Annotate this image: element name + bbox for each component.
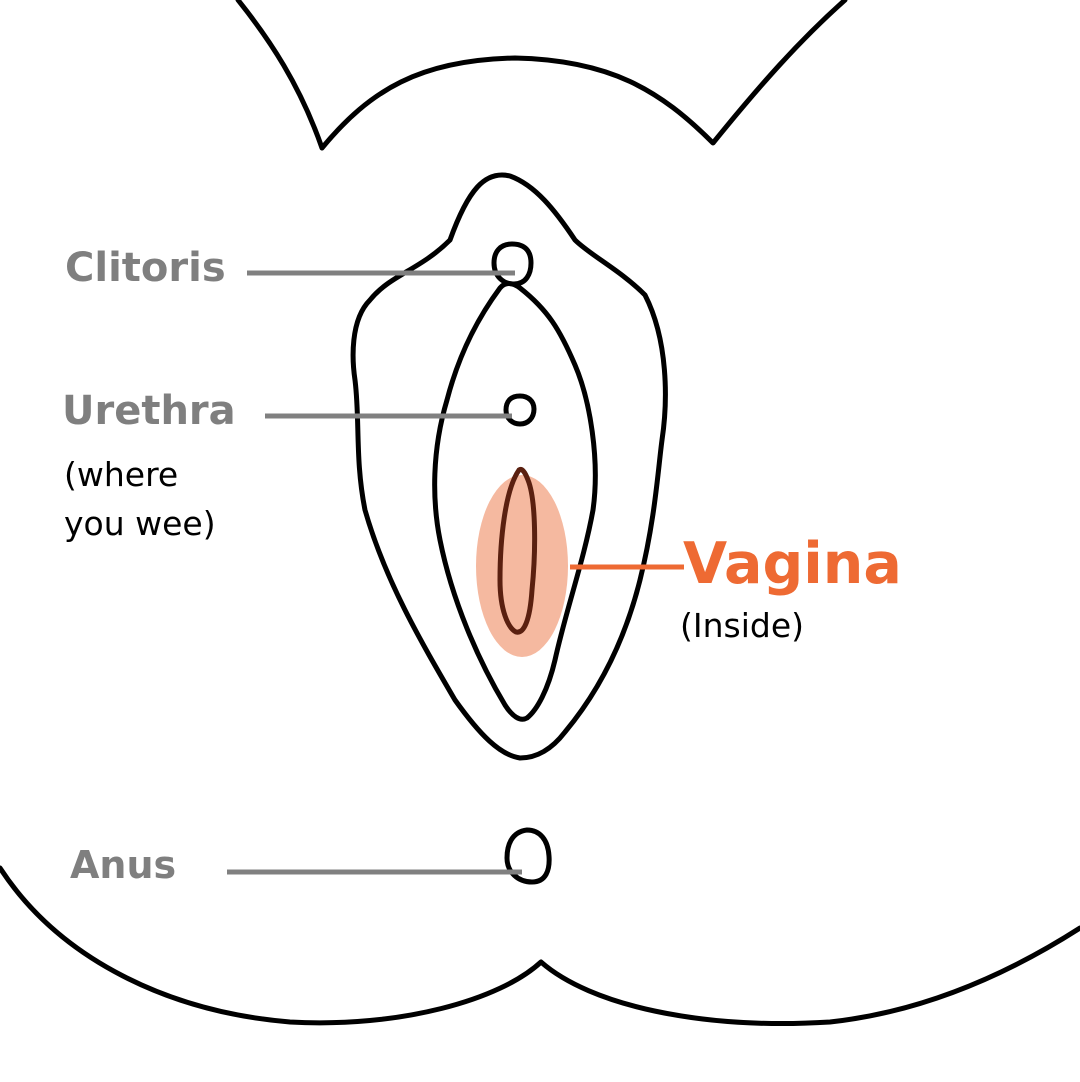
urethra-label: Urethra — [62, 388, 236, 434]
urethra-note-line-1: (where — [64, 455, 178, 494]
lower-body-contour — [0, 865, 1080, 1026]
clitoris-label: Clitoris — [65, 245, 226, 291]
anus-shape — [504, 827, 552, 885]
vagina-label: Vagina — [683, 531, 902, 597]
urethra-note-line-2: you wee) — [64, 504, 216, 543]
upper-body-contour — [235, 0, 848, 151]
clitoris-shape — [491, 241, 534, 287]
urethra-shape — [503, 393, 537, 427]
anus-label: Anus — [70, 843, 176, 887]
vagina-highlight — [476, 475, 568, 657]
vagina-note: (Inside) — [680, 606, 804, 645]
outer-labia-outline — [350, 172, 668, 761]
inner-labia-outline — [432, 281, 598, 722]
vagina-shape — [497, 467, 538, 635]
